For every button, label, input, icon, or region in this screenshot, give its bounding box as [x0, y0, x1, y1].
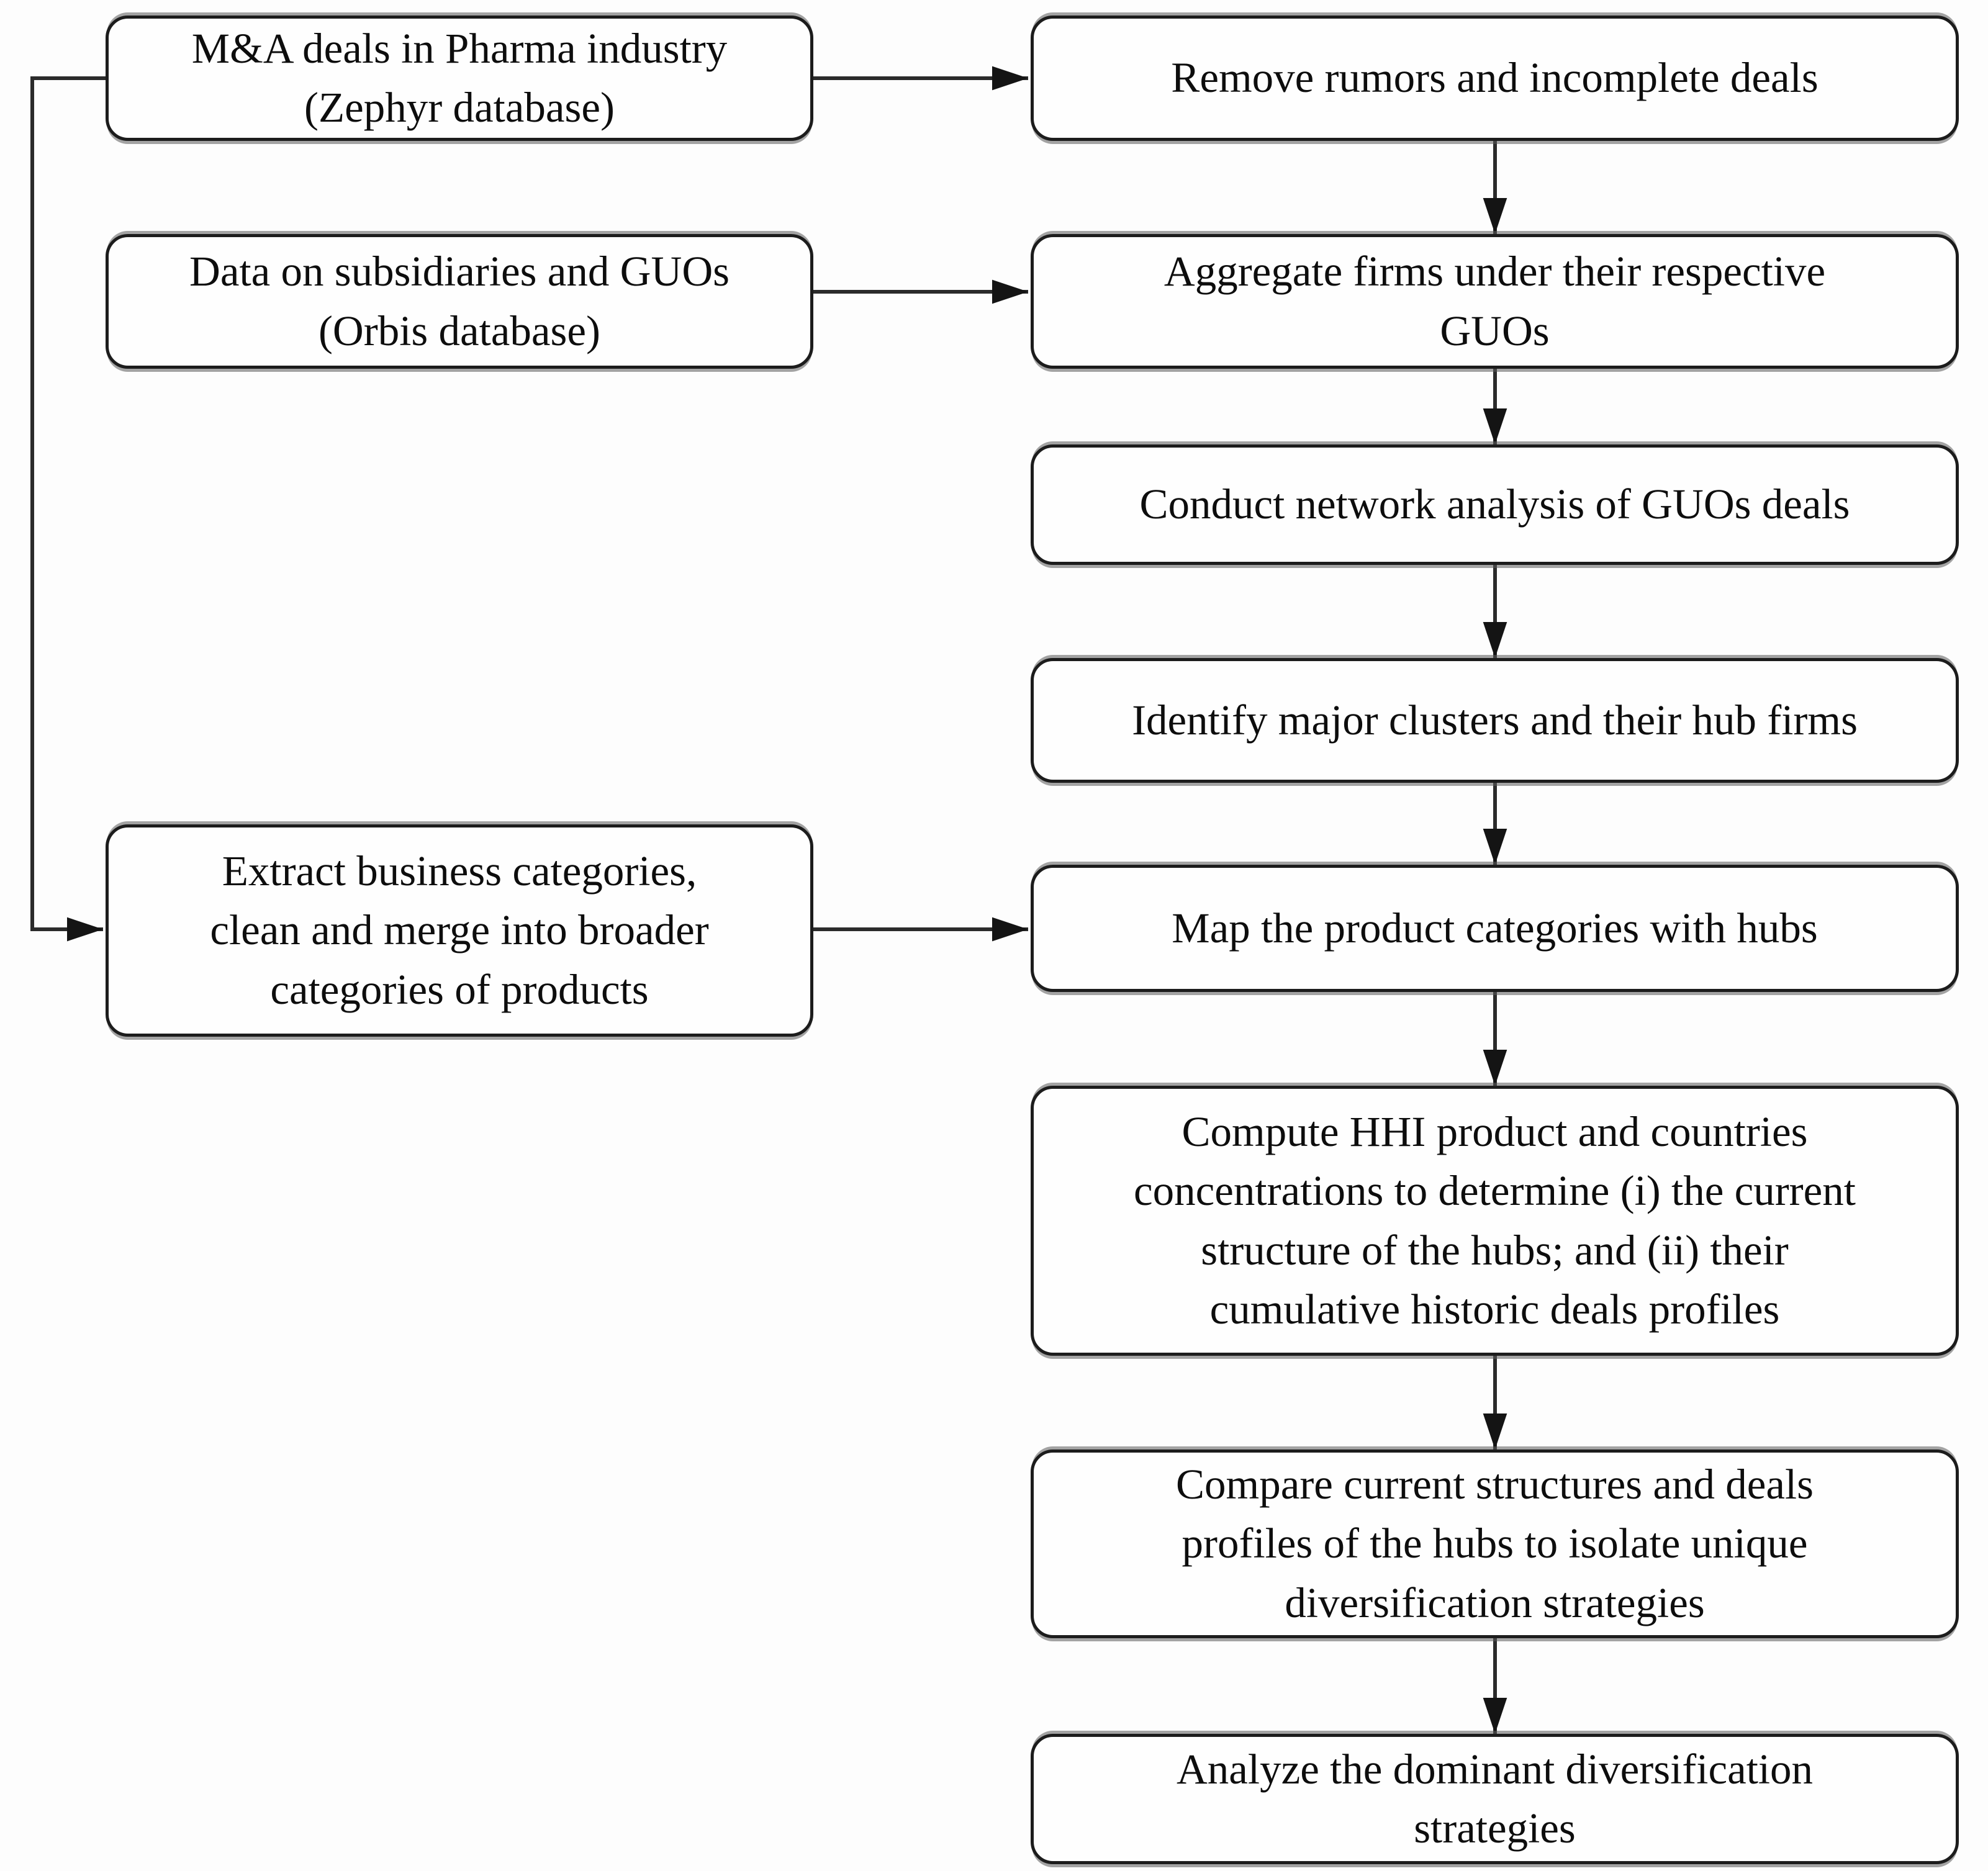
- node-compute-hhi: Compute HHI product and countries concen…: [1031, 1086, 1959, 1356]
- node-analyze-strategies: Analyze the dominant diversification str…: [1031, 1734, 1959, 1864]
- node-map-categories: Map the product categories with hubs: [1031, 865, 1959, 992]
- node-aggregate-firms: Aggregate firms under their respective G…: [1031, 234, 1959, 369]
- node-compare-structures: Compare current structures and deals pro…: [1031, 1449, 1959, 1638]
- node-ma-deals: M&A deals in Pharma industry (Zephyr dat…: [106, 16, 813, 141]
- node-remove-rumors: Remove rumors and incomplete deals: [1031, 16, 1959, 141]
- arrow-ma-deals-to-extract: [30, 76, 106, 942]
- node-network-analysis: Conduct network analysis of GUOs deals: [1031, 444, 1959, 565]
- node-subsidiaries-guos: Data on subsidiaries and GUOs (Orbis dat…: [106, 234, 813, 369]
- node-identify-clusters: Identify major clusters and their hub fi…: [1031, 658, 1959, 783]
- node-extract-categories: Extract business categories, clean and m…: [106, 824, 813, 1037]
